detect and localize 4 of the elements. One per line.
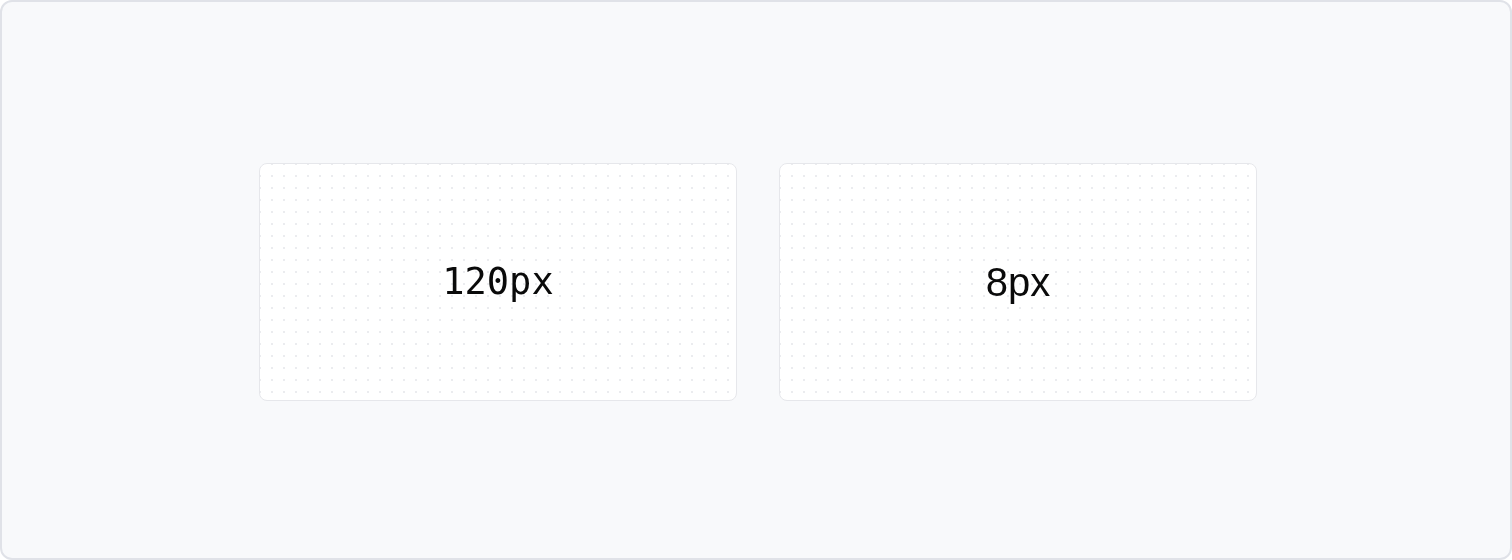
card-panel: [259, 163, 737, 401]
card-panel: [779, 163, 1257, 401]
size-label: 8px: [985, 259, 1051, 305]
size-label: 120px: [442, 260, 554, 304]
